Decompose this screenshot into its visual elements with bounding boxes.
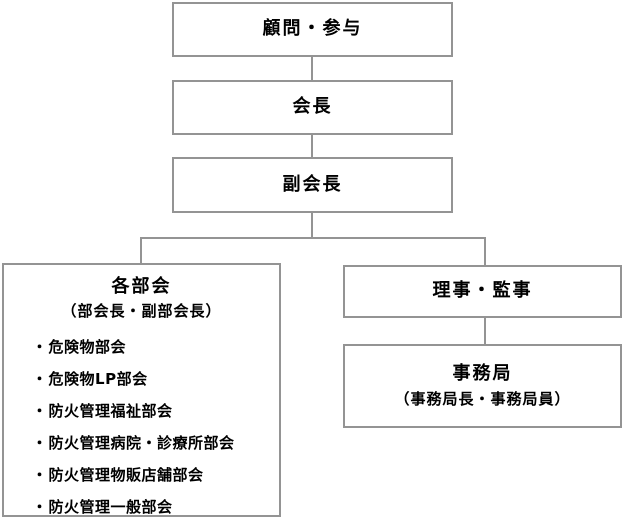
node-advisor[interactable]: 顧問・参与 bbox=[172, 2, 453, 57]
connector-directors-secretariat bbox=[484, 317, 486, 345]
node-departments-subtitle: （部会長・副部会長） bbox=[61, 302, 222, 321]
node-departments-title: 各部会 bbox=[111, 276, 172, 297]
node-president-title: 会長 bbox=[292, 96, 333, 118]
node-secretariat[interactable]: 事務局 （事務局長・事務局員） bbox=[343, 344, 622, 428]
node-departments[interactable]: 各部会 （部会長・副部会長） ・危険物部会・危険物LP部会・防火管理福祉部会・防… bbox=[2, 263, 281, 517]
connector-vice-president-stem bbox=[311, 212, 313, 239]
department-list-item: ・防火管理病院・診療所部会 bbox=[32, 436, 235, 451]
node-president[interactable]: 会長 bbox=[172, 80, 453, 135]
department-list-item: ・防火管理物販店舗部会 bbox=[32, 468, 235, 483]
node-directors[interactable]: 理事・監事 bbox=[343, 265, 622, 318]
connector-advisor-president bbox=[311, 57, 313, 81]
connector-branch-directors bbox=[484, 237, 486, 266]
bullet-icon: ・ bbox=[32, 466, 48, 485]
connector-president-vice-president bbox=[311, 134, 313, 158]
node-advisor-title: 顧問・参与 bbox=[262, 18, 363, 40]
department-list-item-label: 危険物LP部会 bbox=[48, 370, 148, 389]
bullet-icon: ・ bbox=[32, 338, 48, 357]
connector-split-bar bbox=[140, 237, 486, 239]
node-departments-header: 各部会 （部会長・副部会長） bbox=[4, 275, 279, 322]
connector-branch-departments bbox=[140, 237, 142, 264]
department-list: ・危険物部会・危険物LP部会・防火管理福祉部会・防火管理病院・診療所部会・防火管… bbox=[32, 340, 235, 521]
department-list-item-label: 危険物部会 bbox=[48, 338, 127, 357]
department-list-item-label: 防火管理物販店舗部会 bbox=[48, 466, 204, 485]
bullet-icon: ・ bbox=[32, 434, 48, 453]
department-list-item-label: 防火管理福祉部会 bbox=[48, 402, 173, 421]
node-secretariat-title: 事務局 bbox=[452, 363, 513, 385]
department-list-item-label: 防火管理病院・診療所部会 bbox=[48, 434, 235, 453]
node-directors-title: 理事・監事 bbox=[432, 280, 533, 302]
department-list-item: ・危険物LP部会 bbox=[32, 372, 235, 387]
node-vice-president[interactable]: 副会長 bbox=[172, 157, 453, 213]
node-secretariat-subtitle: （事務局長・事務局員） bbox=[394, 389, 571, 408]
department-list-item-label: 防火管理一般部会 bbox=[48, 498, 173, 517]
bullet-icon: ・ bbox=[32, 402, 48, 421]
department-list-item: ・危険物部会 bbox=[32, 340, 235, 355]
bullet-icon: ・ bbox=[32, 498, 48, 517]
department-list-item: ・防火管理福祉部会 bbox=[32, 404, 235, 419]
bullet-icon: ・ bbox=[32, 370, 48, 389]
department-list-item: ・防火管理一般部会 bbox=[32, 500, 235, 515]
node-vice-president-title: 副会長 bbox=[282, 173, 343, 195]
